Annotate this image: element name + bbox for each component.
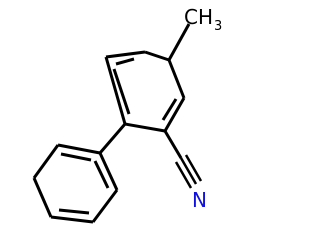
- structure-diagram: CH 3 N: [32, 5, 222, 224]
- bond-ring-b-6: [98, 152, 119, 191]
- bond-ring-b-1: [57, 143, 101, 155]
- bond-ring-b-inner-1: [60, 152, 92, 162]
- phenyl-ring: [32, 143, 119, 224]
- methyl-ch-text: CH: [184, 5, 213, 29]
- bond-ring-b-3: [32, 177, 53, 218]
- triple-bond-line-1: [174, 161, 193, 189]
- triple-bond-line-3: [184, 154, 203, 182]
- bond-ring-b-inner-2: [58, 208, 90, 215]
- nitrogen-label: N: [192, 188, 207, 212]
- bond-ring-b-4: [50, 215, 94, 224]
- bond-to-nitrile-carbon: [163, 130, 183, 159]
- bond-ring-a-inner-3: [161, 98, 178, 121]
- upper-benzene-ring: [104, 50, 186, 133]
- bond-ring-a-3: [124, 122, 166, 133]
- bond-ring-a-2: [104, 56, 127, 125]
- bond-biaryl: [98, 123, 127, 154]
- methyl-subscript-text: 3: [214, 19, 222, 34]
- bond-ring-b-inner-3: [93, 160, 110, 189]
- bond-ring-a-inner-2: [112, 68, 131, 115]
- bond-ring-b-2: [32, 144, 60, 179]
- bond-ring-a-1: [105, 50, 146, 59]
- bond-ring-a-5: [167, 59, 186, 99]
- bond-ring-b-5: [91, 189, 119, 223]
- bond-ring-a-4: [163, 97, 186, 132]
- methyl-label: CH 3: [184, 5, 222, 34]
- bond-ring-a-inner-1: [115, 57, 135, 66]
- bond-ring-a-6: [144, 50, 170, 62]
- bond-to-methyl: [167, 23, 191, 61]
- triple-bond-line-2: [179, 157, 198, 185]
- nitrile-group: N: [163, 130, 207, 212]
